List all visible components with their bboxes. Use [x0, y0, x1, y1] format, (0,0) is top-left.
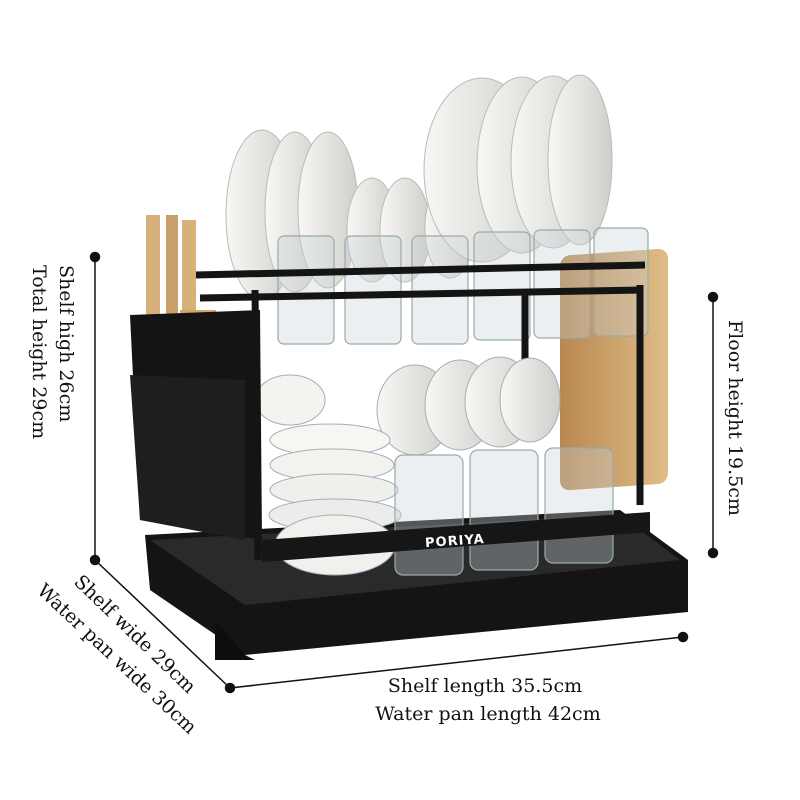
brand-logo: PORIYA [425, 532, 486, 551]
upper-glasses [277, 227, 649, 345]
shelf-length-label: Shelf length 35.5cm [388, 675, 582, 697]
utensil-holder [130, 215, 262, 540]
shelf-high-label: Shelf high 26cm [55, 265, 77, 422]
floor-height-label: Floor height 19.5cm [724, 320, 746, 516]
lower-glasses [394, 447, 614, 576]
dimension-lines [89, 251, 719, 694]
water-pan-length-label: Water pan length 42cm [375, 703, 600, 725]
upper-plates [225, 74, 613, 301]
total-height-label: Total height 29cm [28, 265, 50, 439]
front-rail [262, 512, 650, 562]
